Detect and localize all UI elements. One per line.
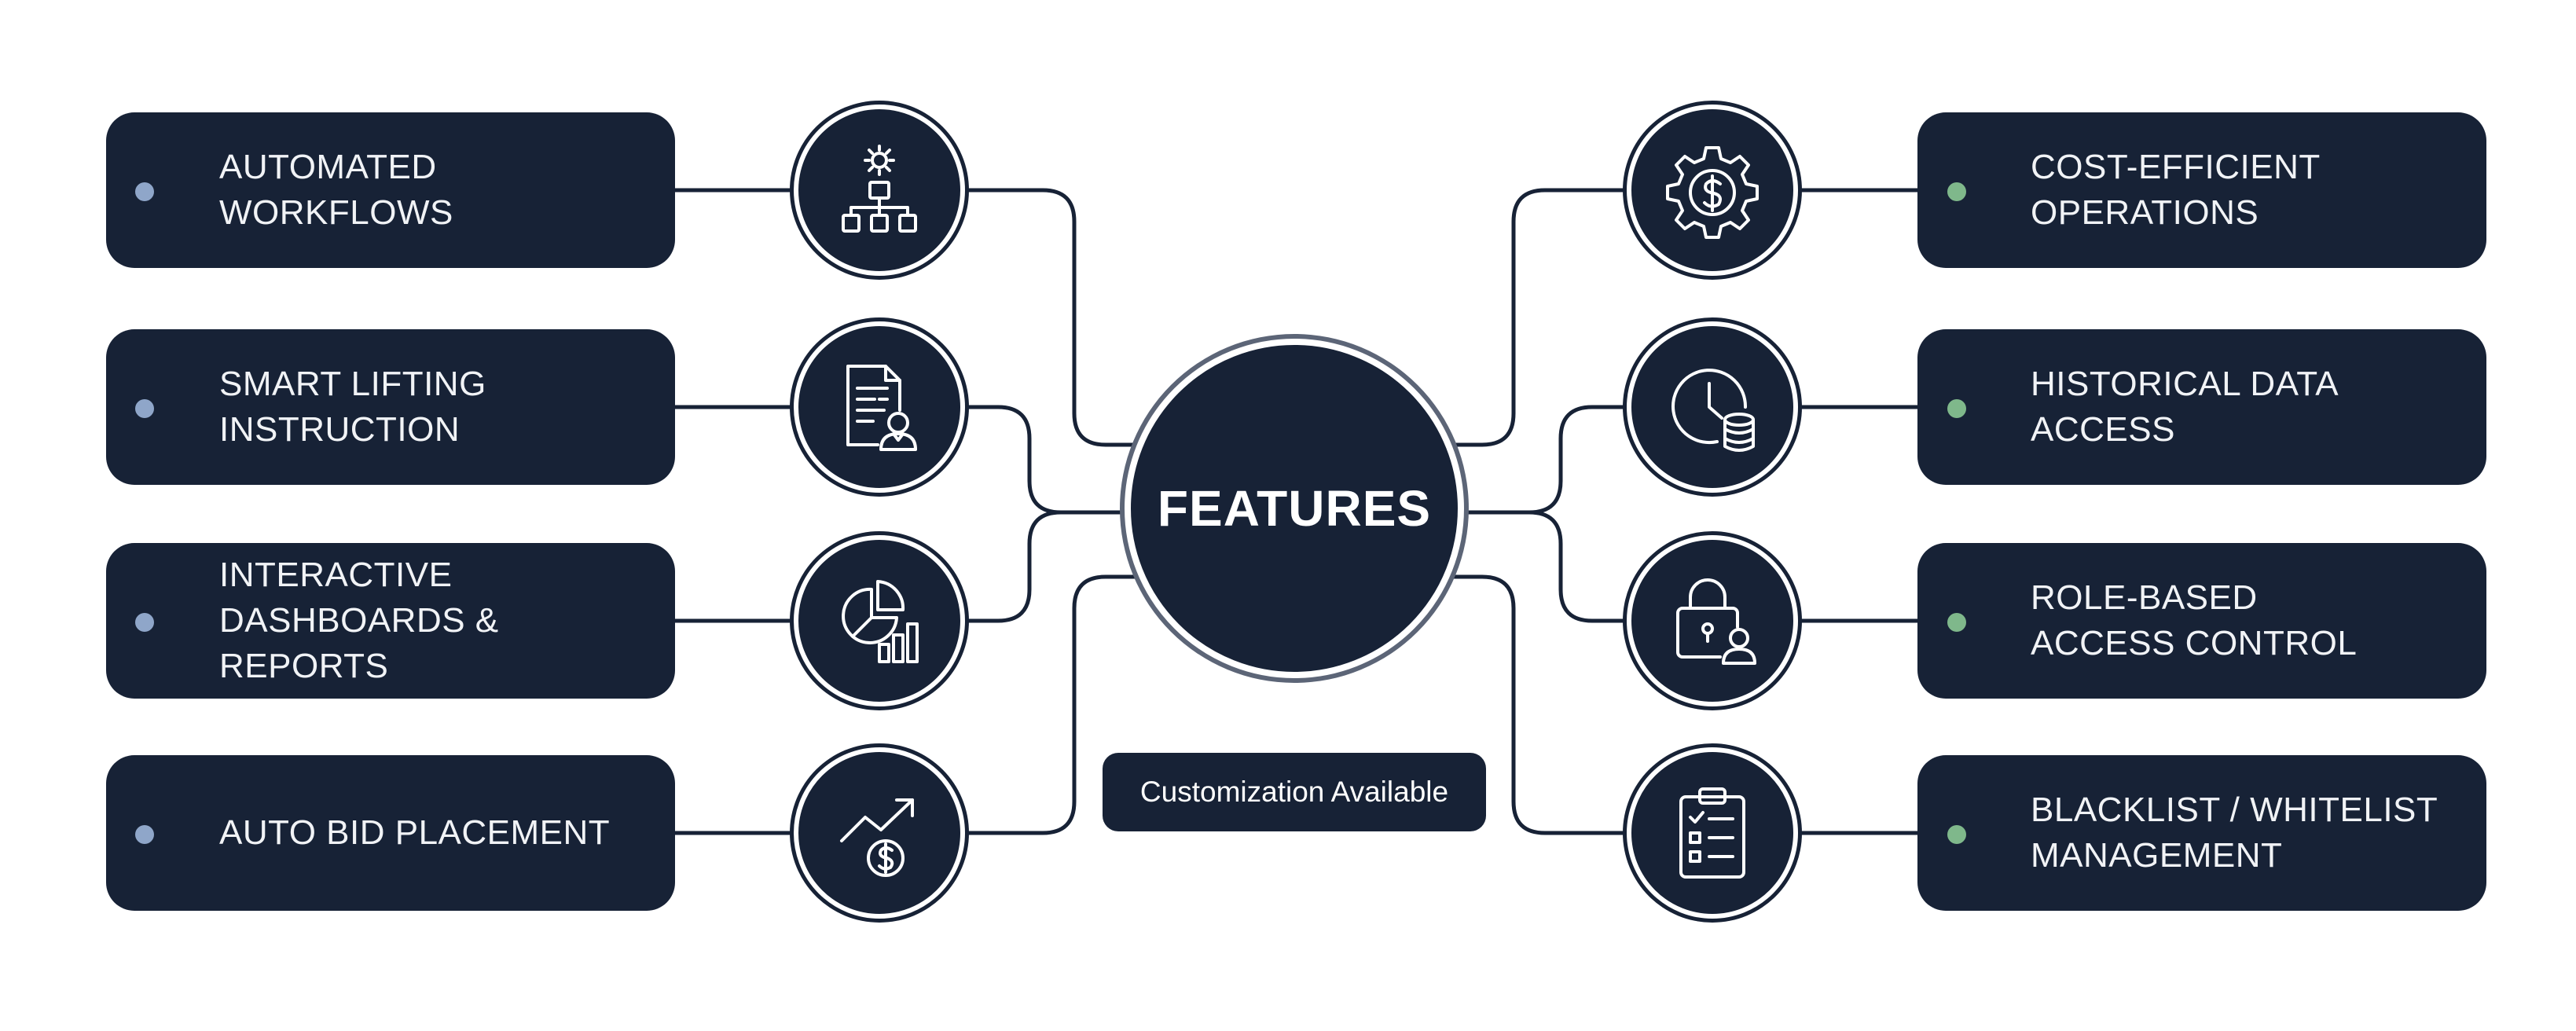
feature-pill-automated-workflows: AUTOMATED WORKFLOWS	[106, 112, 675, 268]
bullet-dot	[1947, 182, 1966, 201]
features-hub: FEATURES	[1125, 339, 1464, 678]
document-person-icon	[794, 321, 965, 493]
feature-label: SMART LIFTING INSTRUCTION	[219, 365, 486, 449]
feature-label: ROLE-BASED ACCESS CONTROL	[2031, 578, 2358, 662]
lock-user-icon	[1627, 535, 1798, 706]
feature-pill-role-based-access-control: ROLE-BASED ACCESS CONTROL	[1917, 543, 2486, 699]
connector-line	[1527, 510, 1629, 623]
connector-line	[1458, 405, 1629, 515]
feature-pill-interactive-dashboards: INTERACTIVE DASHBOARDS & REPORTS	[106, 543, 675, 699]
feature-label: HISTORICAL DATA ACCESS	[2031, 365, 2339, 449]
bullet-dot	[135, 182, 154, 201]
pie-bar-chart-icon	[794, 535, 965, 706]
hub-title: FEATURES	[1157, 480, 1432, 537]
feature-label: COST-EFFICIENT OPERATIONS	[2031, 148, 2321, 232]
feature-pill-cost-efficient-operations: COST-EFFICIENT OPERATIONS	[1917, 112, 2486, 268]
connector-line	[1447, 574, 1629, 835]
feature-pill-auto-bid-placement: AUTO BID PLACEMENT	[106, 755, 675, 911]
clock-database-icon	[1627, 321, 1798, 493]
connector-line	[1447, 188, 1629, 447]
feature-pill-smart-lifting-instruction: SMART LIFTING INSTRUCTION	[106, 329, 675, 485]
connector-line	[961, 405, 1131, 515]
bullet-dot	[135, 825, 154, 844]
feature-pill-blacklist-whitelist-management: BLACKLIST / WHITELIST MANAGEMENT	[1917, 755, 2486, 911]
trend-dollar-icon	[794, 747, 965, 919]
connector-line	[961, 510, 1063, 623]
bullet-dot	[1947, 399, 1966, 418]
gear-dollar-icon	[1627, 105, 1798, 276]
feature-label: AUTOMATED WORKFLOWS	[219, 148, 453, 232]
bullet-dot	[135, 399, 154, 418]
customization-badge: Customization Available	[1103, 753, 1486, 831]
connector-line	[961, 188, 1142, 447]
feature-label: BLACKLIST / WHITELIST MANAGEMENT	[2031, 791, 2438, 875]
workflow-hierarchy-icon	[794, 105, 965, 276]
feature-label: AUTO BID PLACEMENT	[219, 813, 611, 852]
clipboard-checklist-icon	[1627, 747, 1798, 919]
bullet-dot	[1947, 613, 1966, 632]
feature-pill-historical-data-access: HISTORICAL DATA ACCESS	[1917, 329, 2486, 485]
connector-line	[961, 574, 1142, 835]
bullet-dot	[135, 613, 154, 632]
feature-label: INTERACTIVE DASHBOARDS & REPORTS	[219, 556, 499, 685]
bullet-dot	[1947, 825, 1966, 844]
